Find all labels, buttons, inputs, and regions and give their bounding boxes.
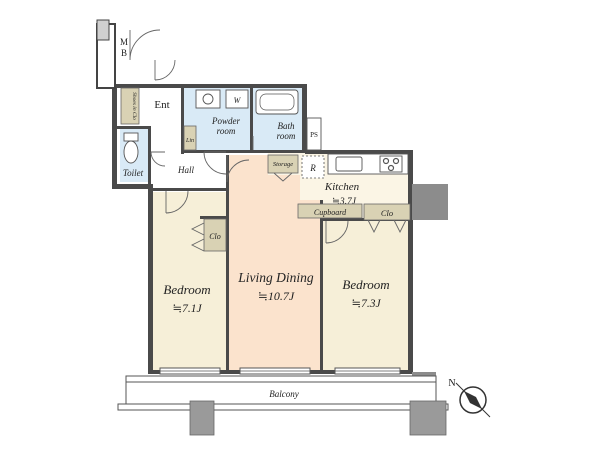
bedroom-left-size: ≒7.1J [172, 303, 202, 315]
wall-bedroom-living [226, 155, 229, 371]
kitchen: Storage R Kitchen ≒3.7J Cupboard Clo [267, 153, 411, 244]
mb-door [129, 29, 161, 61]
balcony-column-right [409, 400, 447, 436]
wall-wet-bottom [181, 150, 308, 153]
living-label: Living Dining [237, 270, 314, 285]
wall-left-bedroom [148, 184, 153, 374]
storage-closet [267, 154, 299, 174]
mb-label-b: B [121, 48, 127, 58]
meter-box: M B [96, 19, 176, 89]
balcony: Balcony [117, 375, 449, 436]
mb-label-m: M [120, 37, 128, 47]
refrigerator [301, 155, 325, 179]
clo-right-label: Clo [381, 208, 393, 218]
entrance: Shoes in Clo Ent [120, 87, 170, 125]
closet-left-doors [190, 222, 205, 252]
wall-closet-left [200, 216, 228, 219]
living-door-swing [226, 159, 250, 183]
bedroom-right-label: Bedroom [342, 277, 389, 292]
bedroom-left-door [165, 190, 189, 214]
powder-door [203, 151, 227, 175]
north-compass: N [448, 378, 491, 418]
hall-label: Hall [177, 165, 195, 175]
wall-toilet-top [117, 126, 151, 129]
wall-right [408, 150, 413, 374]
storage-door [273, 172, 293, 182]
hall: Hall [165, 155, 250, 214]
clo-left-label: Clo [209, 232, 221, 241]
powder-label-2: room [217, 126, 236, 136]
bedroom-left-label: Bedroom [163, 282, 210, 297]
balcony-label: Balcony [269, 389, 299, 399]
ent-door [154, 59, 176, 81]
powder-room: W Powder room Lin [183, 89, 249, 175]
bath-room: Bath room [252, 89, 299, 150]
closet-right-doors [367, 219, 407, 234]
lin-label: Lin [185, 138, 194, 144]
windows [159, 367, 401, 375]
bath-label-2: room [277, 131, 296, 141]
wall-powder-bath [250, 88, 253, 152]
shoes-label: Shoes in Clo [131, 92, 137, 120]
wall-left-step [112, 184, 152, 189]
bathtub [255, 89, 299, 115]
cupboard [297, 203, 363, 219]
refrigerator-label: R [309, 163, 316, 173]
wall-left-outer [112, 84, 117, 188]
toilet-label: Toilet [123, 168, 144, 178]
bedroom-left: Clo Bedroom ≒7.1J [163, 218, 227, 315]
toilet-icon [123, 140, 139, 164]
room-fills [120, 87, 410, 372]
wall-wet-left [181, 88, 184, 154]
wall-top-left [113, 84, 183, 88]
toilet: Toilet [123, 132, 166, 178]
washbasin-icon [202, 93, 214, 105]
shoes-closet [120, 87, 140, 125]
wall-kitchen-top [305, 150, 412, 154]
powder-label-1: Powder [211, 116, 240, 126]
wall-toilet-right [148, 126, 151, 184]
bedroom-right: Bedroom ≒7.3J [342, 277, 389, 310]
living-size: ≒10.7J [258, 289, 295, 303]
washer-label: W [234, 96, 242, 105]
bath-label-1: Bath [278, 121, 295, 131]
bedroom-right-door [325, 220, 349, 244]
column-right-top [412, 184, 448, 220]
cupboard-label: Cupboard [314, 208, 347, 217]
living-dining: Living Dining ≒10.7J [237, 270, 314, 303]
washer-space [225, 89, 249, 109]
ent-label: Ent [154, 99, 169, 111]
bedroom-right-area [322, 220, 410, 372]
closet-right [363, 203, 411, 221]
stove-icon [379, 155, 403, 173]
toilet-door [150, 151, 166, 167]
wall-living-bedroom-right [320, 200, 323, 371]
wall-hall-bottom [150, 188, 228, 191]
sink-icon [335, 156, 363, 172]
bathtub-icon [259, 93, 295, 111]
storage-label: Storage [273, 161, 293, 168]
wall-top-wet [183, 84, 305, 88]
bedroom-right-size: ≒7.3J [351, 298, 381, 310]
pipe-space: PS [306, 117, 322, 151]
balcony-column-left [189, 400, 215, 436]
kitchen-label: Kitchen [324, 181, 360, 193]
wall-ps-right [302, 84, 307, 152]
kitchen-size: ≒3.7J [332, 197, 357, 207]
ps-label: PS [310, 131, 318, 139]
north-label: N [448, 378, 455, 389]
linen-closet [183, 125, 197, 151]
washbasin [195, 89, 221, 109]
